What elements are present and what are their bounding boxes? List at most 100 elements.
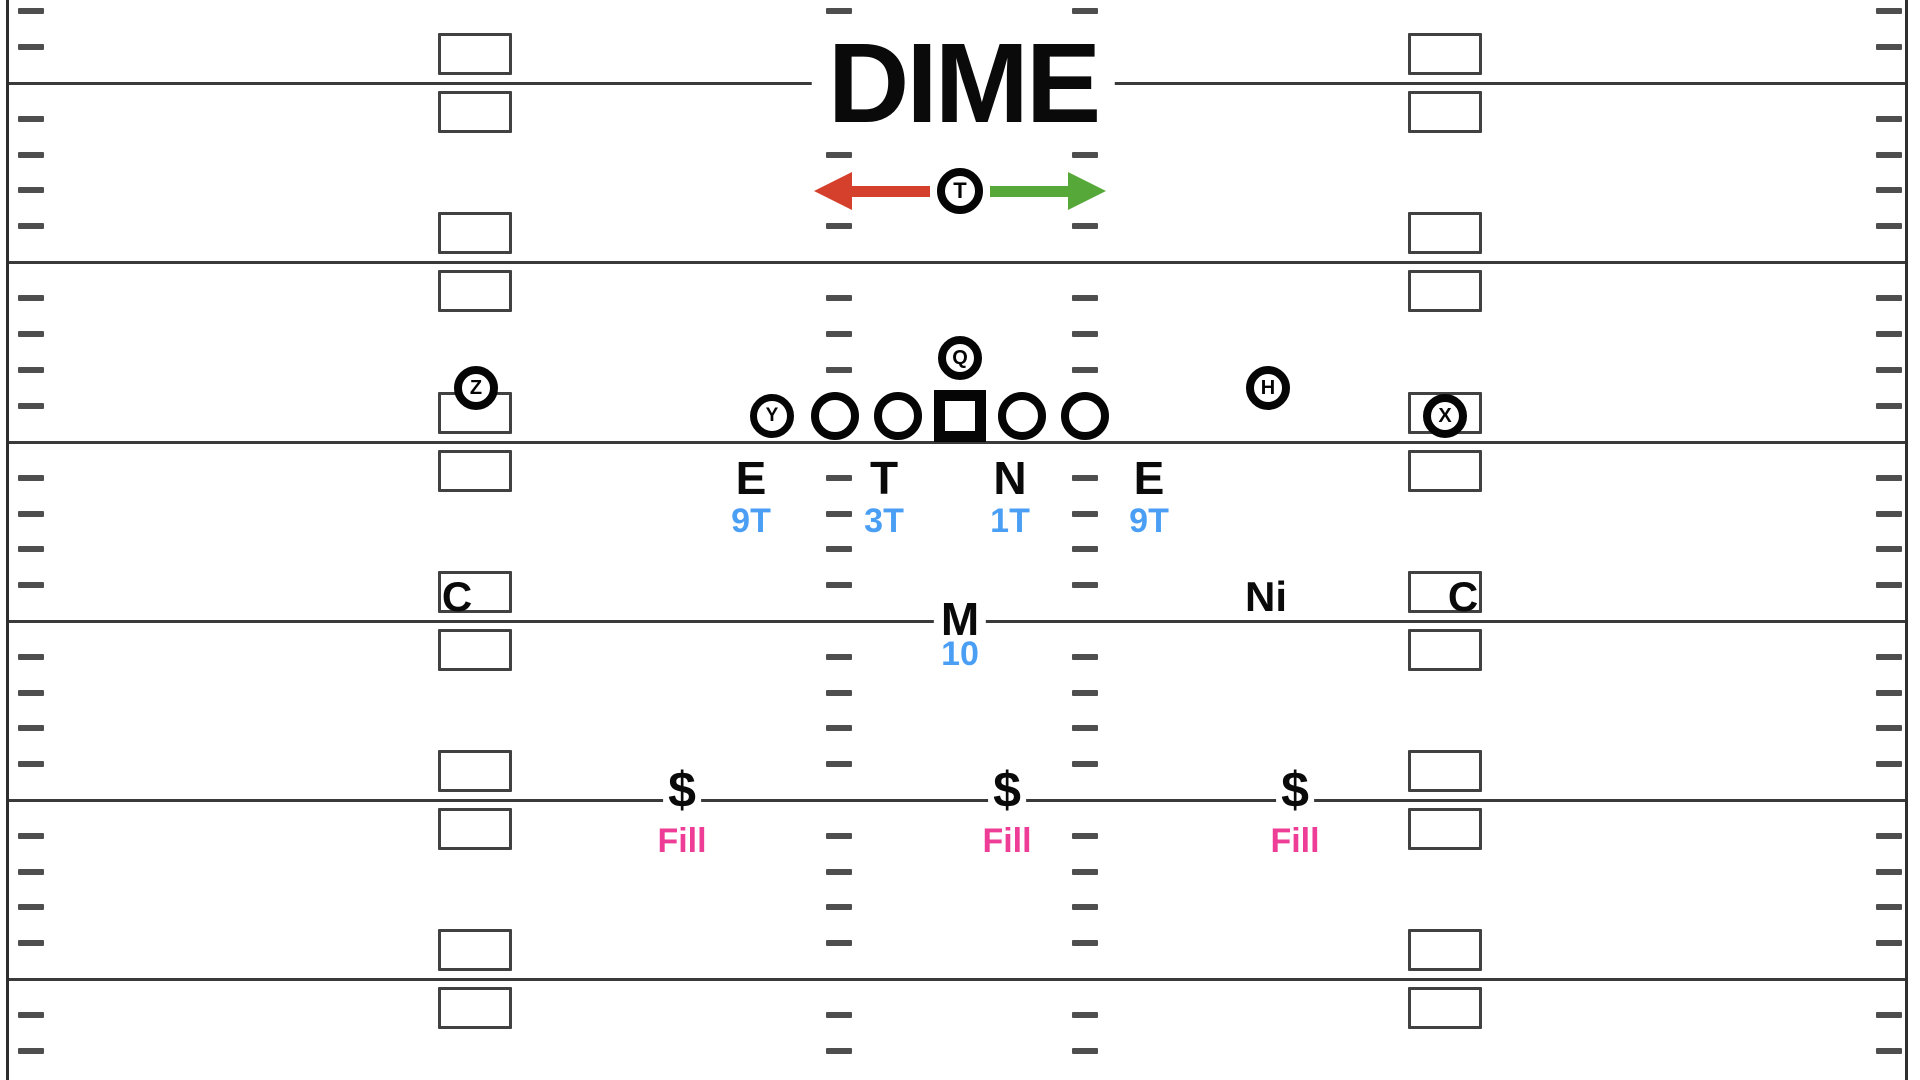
safety-label[interactable]: $ (988, 765, 1026, 815)
safety-label[interactable]: $ (663, 765, 701, 815)
yard-hash-mark (1072, 367, 1098, 373)
secondary-label-c[interactable]: C (441, 573, 473, 620)
tight-end-circle[interactable]: Y (750, 394, 794, 438)
yard-hash-mark (1876, 331, 1902, 337)
yard-line (6, 978, 1908, 981)
yard-hash-mark (18, 690, 44, 696)
field-number-box (1408, 450, 1482, 492)
yard-hash-mark (1876, 833, 1902, 839)
yard-hash-mark (18, 403, 44, 409)
field-number-box (1408, 987, 1482, 1029)
yard-hash-mark (1072, 475, 1098, 481)
yard-hash-mark (1072, 8, 1098, 14)
motion-arrow-left-icon[interactable] (814, 172, 852, 210)
defensive-front-label[interactable]: T (869, 452, 899, 504)
yard-hash-mark (1876, 690, 1902, 696)
motion-player-circle[interactable]: T (937, 168, 983, 214)
yard-hash-mark (1876, 654, 1902, 660)
yard-hash-mark (1876, 1012, 1902, 1018)
linebacker-label[interactable]: M (933, 596, 987, 642)
field-number-box (438, 33, 512, 75)
field-number-box (1408, 808, 1482, 850)
yard-hash-mark (826, 367, 852, 373)
qb-circle[interactable]: Q (938, 336, 982, 380)
yard-hash-mark (826, 582, 852, 588)
defensive-front-label[interactable]: E (1133, 452, 1165, 504)
field-number-box (1408, 33, 1482, 75)
yard-hash-mark (826, 904, 852, 910)
sideline (6, 0, 9, 1080)
motion-arrow-left-shaft[interactable] (852, 186, 930, 197)
yard-hash-mark (1072, 331, 1098, 337)
yard-hash-mark (1876, 940, 1902, 946)
yard-hash-mark (18, 331, 44, 337)
receiver-circle-x[interactable]: X (1423, 394, 1467, 438)
safety-assignment-label[interactable]: Fill (982, 822, 1032, 860)
yard-hash-mark (826, 511, 852, 517)
yard-hash-mark (1876, 869, 1902, 875)
technique-label[interactable]: 1T (990, 502, 1030, 540)
yard-hash-mark (1876, 367, 1902, 373)
defensive-front-label[interactable]: E (735, 452, 767, 504)
motion-arrow-right-shaft[interactable] (990, 186, 1068, 197)
yard-hash-mark (826, 654, 852, 660)
receiver-circle-h[interactable]: H (1246, 366, 1290, 410)
linebacker-letter: M (933, 596, 987, 642)
play-title: DIME (811, 27, 1115, 140)
yard-hash-mark (1876, 187, 1902, 193)
yard-hash-mark (826, 331, 852, 337)
yard-hash-mark (18, 546, 44, 552)
safety-symbol: $ (663, 765, 701, 815)
yard-hash-mark (826, 725, 852, 731)
yard-hash-mark (18, 940, 44, 946)
yard-hash-mark (826, 940, 852, 946)
field-number-box (1408, 929, 1482, 971)
technique-label[interactable]: 3T (864, 502, 904, 540)
yard-hash-mark (18, 1012, 44, 1018)
field-number-box (438, 808, 512, 850)
motion-arrow-right-icon[interactable] (1068, 172, 1106, 210)
field-number-box (1408, 750, 1482, 792)
yard-hash-mark (18, 116, 44, 122)
field-number-box (438, 450, 512, 492)
receiver-circle-z[interactable]: Z (454, 366, 498, 410)
field-number-box (1408, 571, 1482, 613)
safety-assignment-label[interactable]: Fill (657, 822, 707, 860)
offensive-lineman-circle[interactable] (1061, 392, 1109, 440)
field-number-box (438, 629, 512, 671)
offensive-lineman-circle[interactable] (874, 392, 922, 440)
secondary-label-ni[interactable]: Ni (1245, 573, 1287, 620)
yard-hash-mark (18, 475, 44, 481)
defensive-front-label[interactable]: N (993, 452, 1027, 504)
yard-hash-mark (18, 725, 44, 731)
yard-hash-mark (1072, 690, 1098, 696)
yard-hash-mark (1876, 582, 1902, 588)
yard-hash-mark (1876, 152, 1902, 158)
linebacker-depth-label[interactable]: 10 (941, 635, 979, 673)
yard-hash-mark (1876, 116, 1902, 122)
yard-hash-mark (1072, 904, 1098, 910)
yard-hash-mark (1072, 654, 1098, 660)
secondary-label-c[interactable]: C (1447, 573, 1479, 620)
yard-hash-mark (826, 546, 852, 552)
yard-hash-mark (1876, 904, 1902, 910)
field-number-box (438, 750, 512, 792)
offensive-lineman-circle[interactable] (811, 392, 859, 440)
safety-assignment-label[interactable]: Fill (1270, 822, 1320, 860)
safety-label[interactable]: $ (1276, 765, 1314, 815)
yard-hash-mark (826, 761, 852, 767)
technique-label[interactable]: 9T (731, 502, 771, 540)
safety-symbol: $ (1276, 765, 1314, 815)
center-square[interactable] (934, 390, 986, 442)
yard-hash-mark (18, 904, 44, 910)
field-number-box (438, 91, 512, 133)
offensive-lineman-circle[interactable] (998, 392, 1046, 440)
technique-label[interactable]: 9T (1129, 502, 1169, 540)
yard-hash-mark (18, 367, 44, 373)
yard-hash-mark (1876, 475, 1902, 481)
yard-line (6, 799, 1908, 802)
yard-hash-mark (1072, 295, 1098, 301)
yard-hash-mark (1072, 725, 1098, 731)
yard-hash-mark (18, 152, 44, 158)
yard-hash-mark (1876, 1048, 1902, 1054)
